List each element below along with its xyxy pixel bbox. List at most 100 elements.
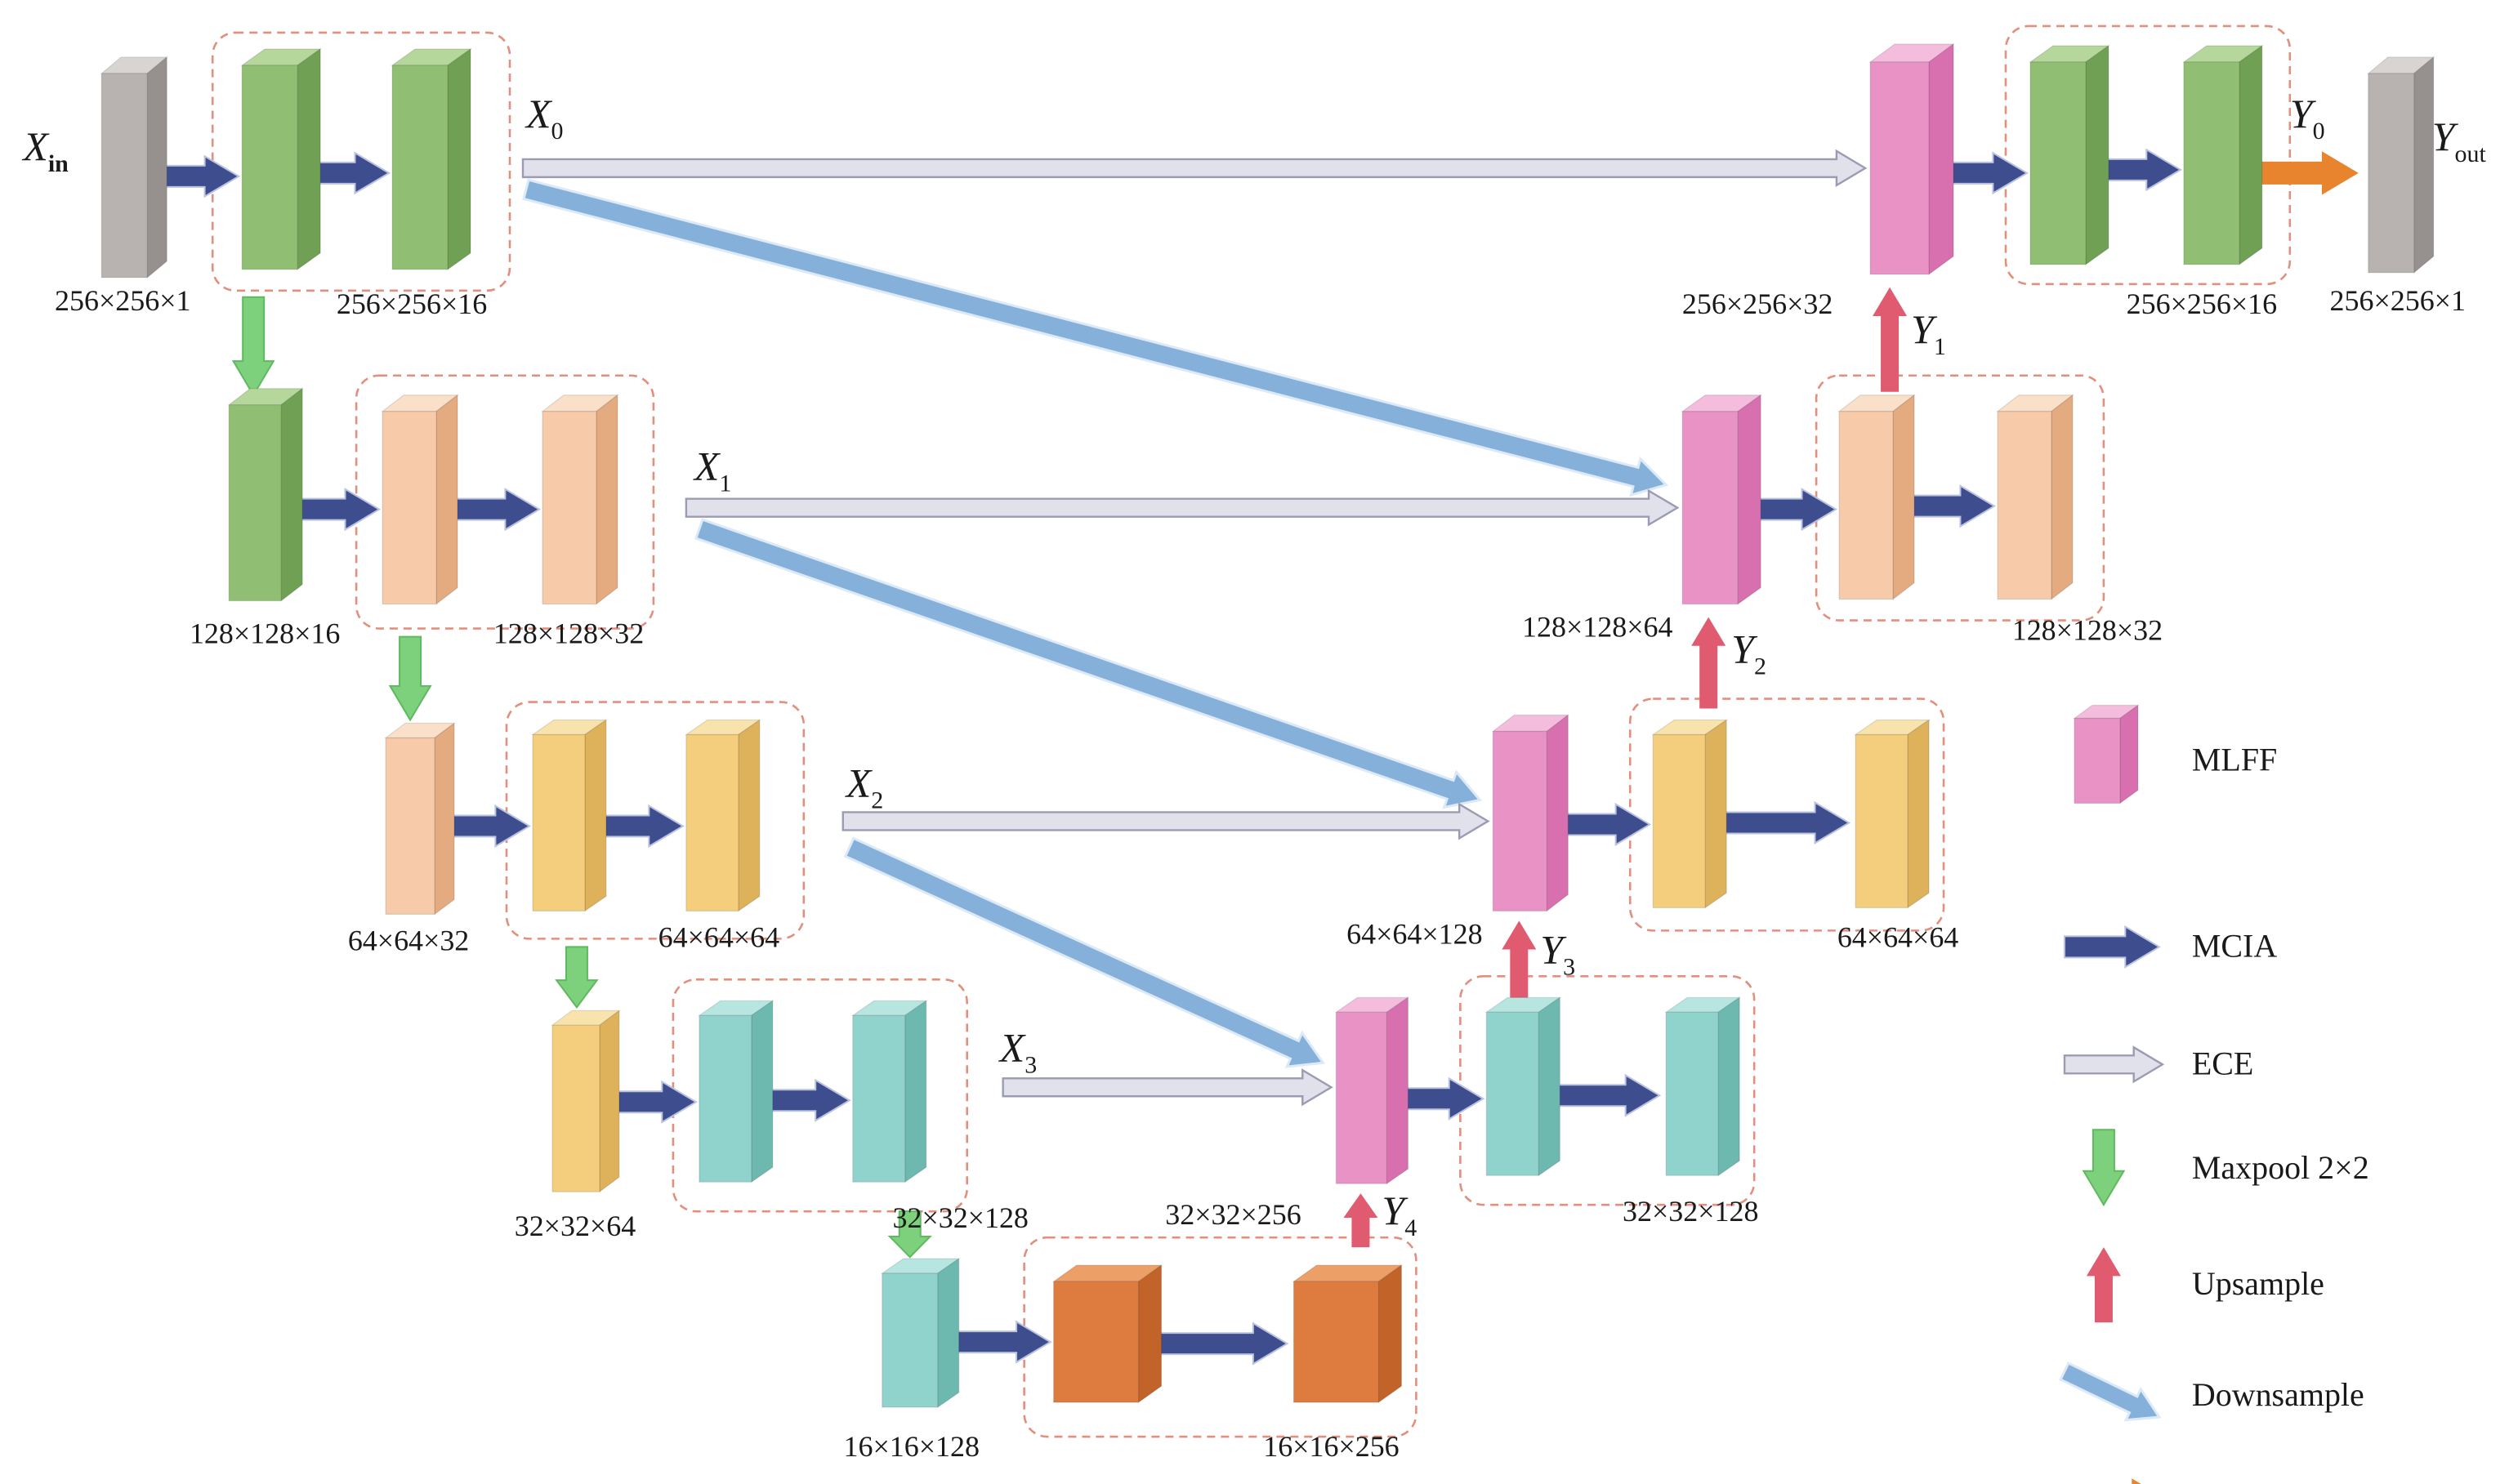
dim-label-mlff1: 128×128×64 [1522,611,1672,644]
cuboid-front-face [2029,61,2087,265]
cuboid-side-face [1928,42,1954,275]
dim-label-dec1: 128×128×32 [2012,614,2163,647]
cuboid-side-face [2239,44,2263,265]
block-dec3-conv2 [1664,996,1742,1177]
cuboid-front-face [382,411,437,605]
group-box-encoder3 [672,978,968,1213]
block-bottleneck-conv2 [1292,1263,1404,1404]
block-enc1-conv2 [541,394,619,605]
blocks [100,42,2435,1409]
label-x2: X2 [845,760,884,813]
mcia-arrow-pool4-enc4 [943,1320,1052,1364]
legend-label-upsample: Upsample [2192,1265,2324,1302]
dim-label-pool3: 32×32×64 [515,1210,636,1242]
block-mlff2 [1491,714,1570,912]
label-x1-sub: 1 [719,470,731,497]
arrow-shape [1343,1193,1378,1248]
arrow-shape [2082,1129,2126,1207]
ece-arrow-level1 [685,488,1680,527]
legend: MLFF MCIA ECE Maxpool 2×2 Upsample Downs… [2059,704,2369,1484]
cuboid-front-face [391,65,449,270]
ece-arrows [521,149,1868,1107]
legend-label-mcia: MCIA [2192,927,2278,964]
cuboid-side-face [1892,394,1915,600]
cuboid-side-face [904,1000,927,1183]
block-dec3-conv1 [1484,996,1562,1177]
arrow-shape [685,488,1680,527]
label-y-out: Yout [2432,114,2487,167]
arrow-shape [1873,287,1908,392]
arrow-shape [1717,800,1851,844]
upsample-arrow-y4 [1343,1193,1378,1248]
cuboid-front-face [1665,1011,1719,1176]
downsample-arrow-x1 [694,518,1483,809]
label-y-out-sub: out [2455,140,2487,167]
label-x-in: Xin [21,123,69,177]
label-y-out-main: Y [2432,114,2459,159]
label-y4-sub: 4 [1404,1214,1417,1241]
arrow-shape [1502,920,1537,1009]
cuboid-side-face [297,47,321,270]
dim-label-dec2: 64×64×64 [1837,920,1958,953]
block-enc0-conv2 [391,47,472,270]
label-y0: Y0 [2290,91,2325,145]
dim-label-enc1: 128×128×32 [493,617,644,650]
cuboid-front-face [228,404,282,602]
cuboid-front-face [1855,733,1909,908]
label-y3-sub: 3 [1563,953,1575,980]
label-y4-main: Y [1382,1188,1409,1233]
cuboid-side-face [1377,1263,1403,1404]
arrow-shape [2063,1045,2165,1084]
maxpool-arrow-2 [555,946,599,1009]
cuboid-front-face [1838,411,1894,600]
cuboid-front-face [241,65,298,270]
cuboid-front-face [1335,1011,1388,1184]
legend-conv-arrow-icon [2132,1478,2141,1484]
dim-label-output: 256×256×1 [2329,284,2465,317]
mcia-arrow-enc4 [1152,1321,1289,1366]
block-dec2-conv1 [1651,719,1729,909]
cuboid-side-face [738,719,761,912]
dim-label-pool1: 128×128×16 [190,617,340,650]
block-pool3 [551,1009,621,1193]
conv1x1-arrow-output [2250,151,2359,195]
cuboid-side-face [2413,56,2435,274]
cuboid-side-face [146,56,167,279]
block-pool4 [880,1258,961,1409]
cuboid-front-face [1492,730,1547,911]
label-y2-sub: 2 [1754,653,1766,680]
arrow-shape [2059,1361,2162,1422]
ece-arrow-level2 [842,802,1490,840]
label-y2: Y2 [1731,626,1766,680]
upsample-arrow-y2 [1691,617,1726,709]
arrow-shape [1002,1068,1333,1107]
cuboid-side-face [280,387,303,602]
arrow-shape [2086,1247,2121,1323]
cuboid-front-face [2183,61,2240,265]
cuboid-side-face [1546,714,1569,912]
dim-label-pool2: 64×64×32 [348,924,469,956]
arrow-shape [1551,1073,1662,1117]
cuboid-front-face [852,1014,906,1183]
label-x0: X0 [525,91,564,145]
block-input [100,56,168,279]
label-x1: X1 [693,443,732,497]
block-enc3-conv2 [850,1000,928,1183]
block-dec0-conv1 [2029,44,2110,265]
arrow-shape [522,178,1669,497]
block-pool1 [227,387,304,602]
cuboid-side-face [435,394,458,605]
legend-mcia-arrow-icon [2063,925,2161,969]
cuboid-front-face [1053,1281,1140,1403]
cuboid-front-face [1681,411,1739,605]
label-y1-main: Y [1911,306,1938,352]
legend-label-downsample: Downsample [2192,1376,2364,1413]
cuboid-front-face [2368,73,2415,274]
cuboid-side-face [937,1258,960,1409]
maxpool-arrow-0 [231,296,275,397]
block-dec1-conv2 [1996,394,2074,600]
cuboid-side-face [1137,1263,1163,1404]
arrow-shape [2063,925,2161,969]
cuboid-front-face [1485,1011,1539,1176]
block-bottleneck-conv1 [1051,1263,1163,1404]
